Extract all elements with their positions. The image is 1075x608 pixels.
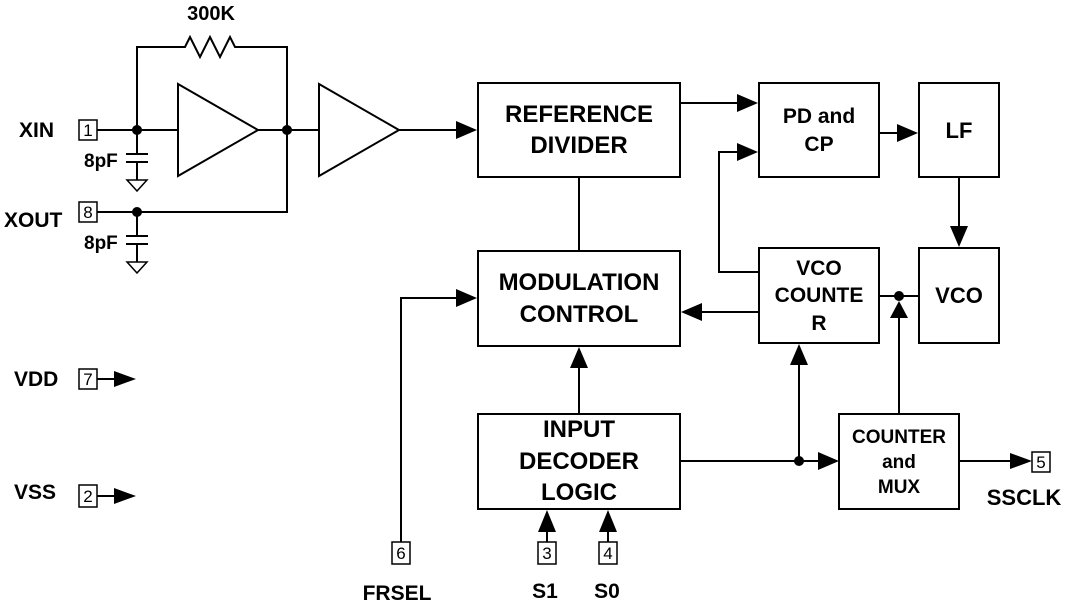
pin-name: S1 [532, 580, 558, 603]
block-label: MUX [878, 477, 921, 498]
pin-name: VSS [14, 481, 56, 504]
pin-xout: XOUT 8 [4, 201, 98, 232]
pin-box [1031, 451, 1051, 473]
resistor-label: 300K [187, 3, 235, 25]
pin-number: 5 [1036, 453, 1045, 472]
arrow-head [114, 488, 136, 504]
ground-icon [125, 179, 149, 193]
arrow-head [456, 121, 477, 139]
feedback-resistor: 300K [136, 3, 288, 130]
arrow-head [737, 94, 758, 112]
reference-divider-block: REFERENCE DIVIDER [477, 82, 681, 178]
arrow-head [737, 143, 758, 161]
arrow-head [538, 510, 556, 532]
block-label: DIVIDER [530, 132, 627, 159]
arrow-head [681, 303, 702, 321]
capacitor-xin: 8pF [84, 130, 149, 193]
counter-mux-block: COUNTER and MUX [838, 413, 960, 510]
block-label: VCO [935, 283, 983, 308]
pin-s0: 4 S0 [594, 541, 620, 603]
pin-box [78, 119, 98, 141]
vco-block: VCO [918, 247, 1000, 344]
pin-number: 1 [83, 121, 92, 140]
pin-vdd: VDD 7 [14, 368, 136, 391]
arrow-head [790, 344, 808, 365]
vco-counter-block: VCO COUNTE R [758, 247, 880, 344]
block-label: MODULATION [499, 269, 660, 296]
arrow-head [456, 289, 477, 307]
arrow-head [1010, 453, 1032, 469]
pin-name: XOUT [4, 209, 63, 232]
pin-name: FRSEL [363, 582, 432, 605]
cap-label-bottom: 8pF [84, 233, 118, 254]
arrow-head [114, 371, 136, 387]
arrow-head [890, 301, 908, 318]
pin-name: VDD [14, 368, 58, 391]
pin-frsel: 6 FRSEL [363, 541, 432, 605]
pin-name: S0 [594, 580, 620, 603]
pin-ssclk: 5 SSCLK [987, 451, 1062, 510]
arrow-head [818, 452, 839, 470]
pin-number: 4 [603, 544, 612, 563]
block-label: PD and [783, 105, 855, 128]
signal-wires [400, 94, 1032, 542]
block-label: CP [804, 133, 833, 156]
cap-label-top: 8pF [84, 151, 118, 172]
pin-box [391, 541, 411, 565]
block-label: VCO [796, 257, 842, 280]
block-label: REFERENCE [505, 101, 653, 128]
junction-dot [894, 291, 904, 301]
block-label: CONTROL [520, 301, 639, 328]
pin-s1: 3 S1 [532, 541, 558, 603]
pin-number: 7 [83, 370, 92, 389]
block-label: COUNTER [852, 427, 946, 448]
pin-box [537, 541, 557, 565]
pin-box [78, 201, 98, 223]
ground-icon [125, 261, 149, 275]
pin-number: 6 [396, 544, 405, 563]
arrow-head [570, 347, 588, 368]
pin-name: SSCLK [987, 485, 1062, 510]
pin-xin: XIN 1 [19, 119, 98, 142]
arrow-head [599, 510, 617, 532]
arrow-head [897, 124, 918, 142]
buffer-amplifier [318, 82, 402, 178]
pin-vss: VSS 2 [14, 481, 136, 508]
modulation-control-block: MODULATION CONTROL [477, 250, 681, 347]
block-label: R [811, 312, 826, 335]
pin-number: 8 [83, 203, 92, 222]
block-label: DECODER [519, 448, 639, 475]
block-label: LOGIC [541, 479, 617, 506]
pin-name: XIN [19, 119, 54, 142]
input-decoder-block: INPUT DECODER LOGIC [477, 413, 681, 510]
lf-block: LF [918, 82, 1000, 178]
pin-number: 2 [83, 487, 92, 506]
pin-number: 3 [542, 544, 551, 563]
crystal-oscillator: 300K 8pF 8pF [84, 3, 477, 275]
pd-cp-block: PD and CP [758, 82, 880, 178]
capacitor-xout: 8pF [84, 212, 149, 275]
block-label: and [882, 452, 916, 473]
arrow-head [950, 226, 968, 247]
pin-box [598, 541, 618, 565]
block-label: INPUT [543, 416, 615, 443]
inverter-amplifier [177, 82, 261, 178]
block-label: LF [946, 118, 973, 143]
block-label: COUNTE [775, 284, 864, 307]
